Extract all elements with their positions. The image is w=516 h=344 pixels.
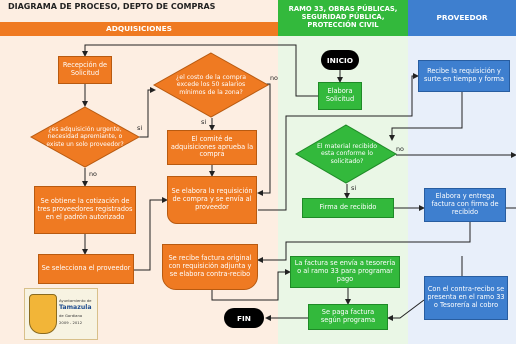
node-recepcion-solicitud: Recepción de Solicitud	[58, 56, 112, 84]
node-elabora-requisicion: Se elabora la requisición de compra y se…	[167, 176, 257, 224]
node-cotizacion: Se obtiene la cotización de tres proveed…	[34, 186, 136, 234]
label-si-3: si	[351, 184, 357, 192]
lane-header-adquisiciones: ADQUISICIONES	[0, 22, 278, 36]
node-comite-aprueba: El comité de adquisiciones aprueba la co…	[167, 130, 257, 165]
node-factura-original: Se recibe factura original con requisici…	[162, 244, 258, 290]
decision-costo-compra-text: ¿el costo de la compra excede los 50 sal…	[175, 74, 247, 96]
label-si-2: si	[201, 118, 207, 126]
node-factura-tesoreria: La factura se envía a tesorería o al ram…	[290, 256, 400, 288]
decision-costo-compra	[152, 52, 270, 118]
node-firma-recibido: Firma de recibido	[302, 198, 394, 218]
decision-adquisicion-urgente	[30, 106, 140, 168]
node-contra-recibo: Con el contra-recibo se presenta en el r…	[424, 276, 508, 320]
lane-header-proveedor: PROVEEDOR	[408, 0, 516, 36]
label-no-3: no	[396, 145, 404, 153]
logo-tamazula: Ayuntamiento de Tamazula de Gordiano 200…	[24, 288, 98, 340]
node-recibe-requisicion: Recibe la requisición y surte en tiempo …	[418, 60, 510, 92]
terminator-fin: FIN	[224, 308, 264, 328]
logo-text-2: Tamazula	[59, 304, 92, 311]
logo-text-3: de Gordiano	[59, 313, 83, 318]
lane-header-ramo33: RAMO 33, OBRAS PÚBLICAS, SEGURIDAD PÚBLI…	[278, 0, 408, 36]
node-paga-factura: Se paga factura según programa	[308, 304, 388, 330]
decision-material-conforme-text: El material recibido esta conforme lo so…	[316, 143, 378, 165]
terminator-inicio: INICIO	[321, 50, 359, 70]
label-no-1: no	[89, 170, 97, 178]
page-title: DIAGRAMA DE PROCESO, DEPTO DE COMPRAS	[8, 2, 216, 11]
logo-emblem-icon	[29, 294, 57, 334]
node-elabora-factura: Elabora y entrega factura con firma de r…	[424, 188, 506, 222]
label-si-1: si	[137, 124, 143, 132]
node-elabora-solicitud: Elabora Solicitud	[318, 82, 362, 110]
logo-text-4: 2009 - 2012	[59, 320, 83, 325]
label-no-2: no	[270, 74, 278, 82]
decision-adquisicion-urgente-text: ¿es adquisición urgente, necesidad aprem…	[46, 126, 124, 148]
logo-text-1: Ayuntamiento de	[59, 298, 92, 303]
decision-material-conforme	[295, 124, 397, 184]
node-selecciona-proveedor: Se selecciona el proveedor	[38, 254, 134, 284]
